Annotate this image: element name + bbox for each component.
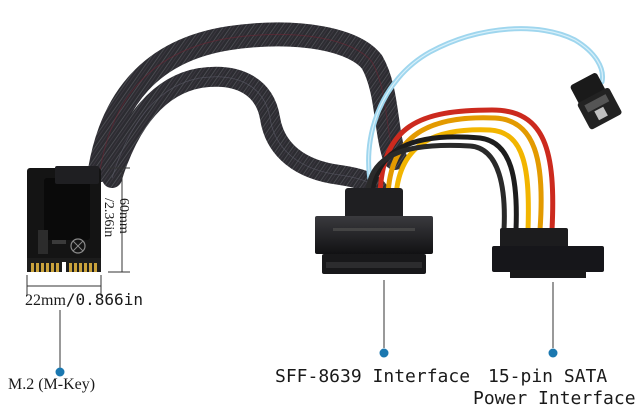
sff-label: SFF-8639 Interface (275, 366, 471, 387)
sata-data-connector (570, 73, 622, 130)
power-wires (365, 107, 556, 233)
callout-sata (548, 282, 558, 358)
m2-card (27, 166, 101, 272)
sata-label-line2: Power Interface (473, 388, 636, 409)
dimension-lines (26, 167, 130, 296)
width-in: /0.866in (65, 290, 143, 309)
sata-label-line1: 15-pin SATA (488, 366, 608, 387)
sff-8639-connector (315, 188, 433, 274)
width-mm: 22mm (25, 292, 66, 309)
width-dimension-label: 22mm/0.866in (25, 290, 143, 310)
height-mm: 60mm (116, 198, 131, 234)
m2-label: M.2 (M-Key) (8, 376, 96, 393)
height-dimension-label: 60mm /2.36in (101, 198, 131, 237)
sata-power-connector (492, 228, 604, 278)
braided-cable (88, 22, 407, 200)
sata-data-cable (366, 26, 622, 193)
callout-sff (379, 280, 389, 358)
callout-m2 (55, 310, 65, 377)
height-in: /2.36in (101, 198, 116, 238)
